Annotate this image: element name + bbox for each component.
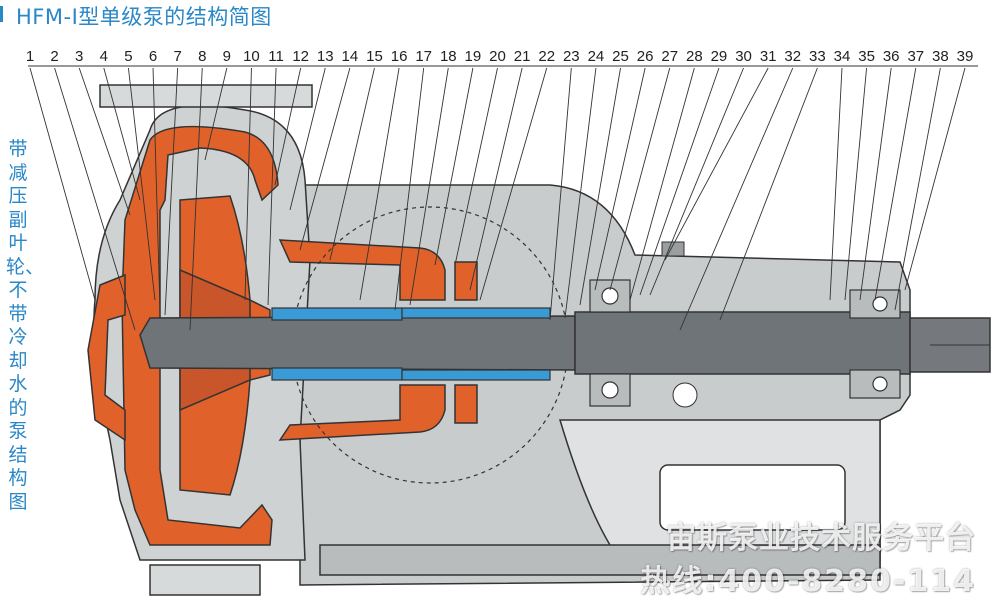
part-number-label: 32 (784, 48, 802, 65)
part-number-label: 13 (316, 48, 334, 65)
part-number-label: 21 (513, 48, 531, 65)
part-number-label: 29 (710, 48, 728, 65)
part-number-label: 24 (587, 48, 605, 65)
part-number-label: 33 (809, 48, 826, 65)
part-number-label: 38 (932, 48, 949, 65)
part-number-label: 16 (390, 48, 408, 65)
part-number-label: 15 (366, 48, 383, 65)
shaft (139, 311, 991, 375)
leader-lines (29, 67, 966, 331)
leader-line (152, 67, 161, 311)
part-number-label: 30 (735, 48, 752, 65)
leader-line (874, 67, 917, 301)
leader-line (679, 67, 794, 331)
leader-line (454, 67, 498, 266)
leader-line (189, 67, 203, 331)
part-number-label: 19 (464, 48, 482, 65)
part-number-label: 34 (833, 48, 851, 65)
title-accent-bar (0, 6, 3, 22)
leader-line (829, 67, 843, 301)
part-number-label: 10 (243, 48, 260, 65)
leader-line (54, 67, 136, 331)
leader-line (164, 67, 179, 316)
leader-line (394, 67, 425, 311)
part-number-label: 4 (99, 48, 108, 65)
watermark-line2: 热线:400-8280-114 (640, 564, 976, 599)
leader-line (719, 67, 818, 321)
part-number-label: 37 (907, 48, 925, 65)
part-number-label: 27 (661, 48, 679, 65)
leader-line (103, 67, 141, 201)
part-number-label: 6 (148, 48, 158, 65)
part-number-label: 39 (956, 48, 974, 65)
leader-line (469, 67, 523, 291)
leader-line (904, 67, 966, 291)
leader-line (29, 67, 96, 301)
leader-line (844, 67, 868, 301)
oil-cap (661, 241, 685, 257)
oil-level-port (672, 382, 698, 408)
leader-line (609, 67, 671, 291)
leader-line (244, 67, 252, 301)
part-number-label: 12 (292, 48, 309, 65)
leader-line (299, 67, 351, 251)
part-number-label: 18 (439, 48, 457, 65)
shaft-sleeves (271, 307, 551, 381)
part-number-label: 11 (268, 48, 284, 65)
leader-line (479, 67, 548, 301)
part-number-label: 28 (685, 48, 703, 65)
part-number-label: 17 (415, 48, 433, 65)
leader-line (629, 67, 695, 301)
leader-line (649, 67, 744, 296)
leader-line (78, 67, 131, 216)
part-number-label: 14 (341, 48, 359, 65)
seal-chamber (278, 239, 478, 441)
bearings (589, 279, 901, 407)
leader-line (127, 67, 156, 301)
leader-line (274, 67, 302, 186)
leader-line (549, 67, 572, 321)
part-number-label: 22 (538, 48, 556, 65)
leader-line (434, 67, 474, 266)
part-number-label: 8 (198, 48, 207, 65)
diagram-title: HFM-I型单级泵的结构简图 (16, 5, 272, 29)
part-number-label: 36 (882, 48, 900, 65)
part-number-label: 35 (858, 48, 875, 65)
part-number-label: 2 (50, 48, 59, 65)
part-number-label: 26 (636, 48, 654, 65)
part-number-label: 20 (489, 48, 506, 65)
part-number-label: 5 (124, 48, 133, 65)
part-number-label: 7 (173, 48, 182, 65)
frame-window (659, 464, 846, 531)
leader-line (894, 67, 941, 311)
part-number-label: 23 (562, 48, 580, 65)
leader-line (289, 67, 326, 211)
leader-line (639, 67, 720, 296)
title-bar: HFM-I型单级泵的结构简图 (0, 0, 500, 29)
leader-line (204, 67, 228, 161)
part-number-label: 25 (612, 48, 629, 65)
part-number-label: 9 (222, 48, 231, 65)
leader-line (579, 67, 621, 306)
leader-line (859, 67, 892, 301)
part-number-label: 31 (759, 48, 777, 65)
watermark-line1: 宙斯泵业技术服务平台 (666, 521, 976, 556)
part-number-label: 3 (75, 48, 84, 65)
leader-line (664, 67, 769, 261)
leader-line (409, 67, 449, 306)
leader-line (564, 67, 597, 319)
leader-line (594, 67, 646, 291)
leader-line (359, 67, 400, 301)
leader-line (329, 67, 375, 261)
leader-line (267, 67, 277, 306)
part-number-label: 1 (25, 48, 35, 65)
